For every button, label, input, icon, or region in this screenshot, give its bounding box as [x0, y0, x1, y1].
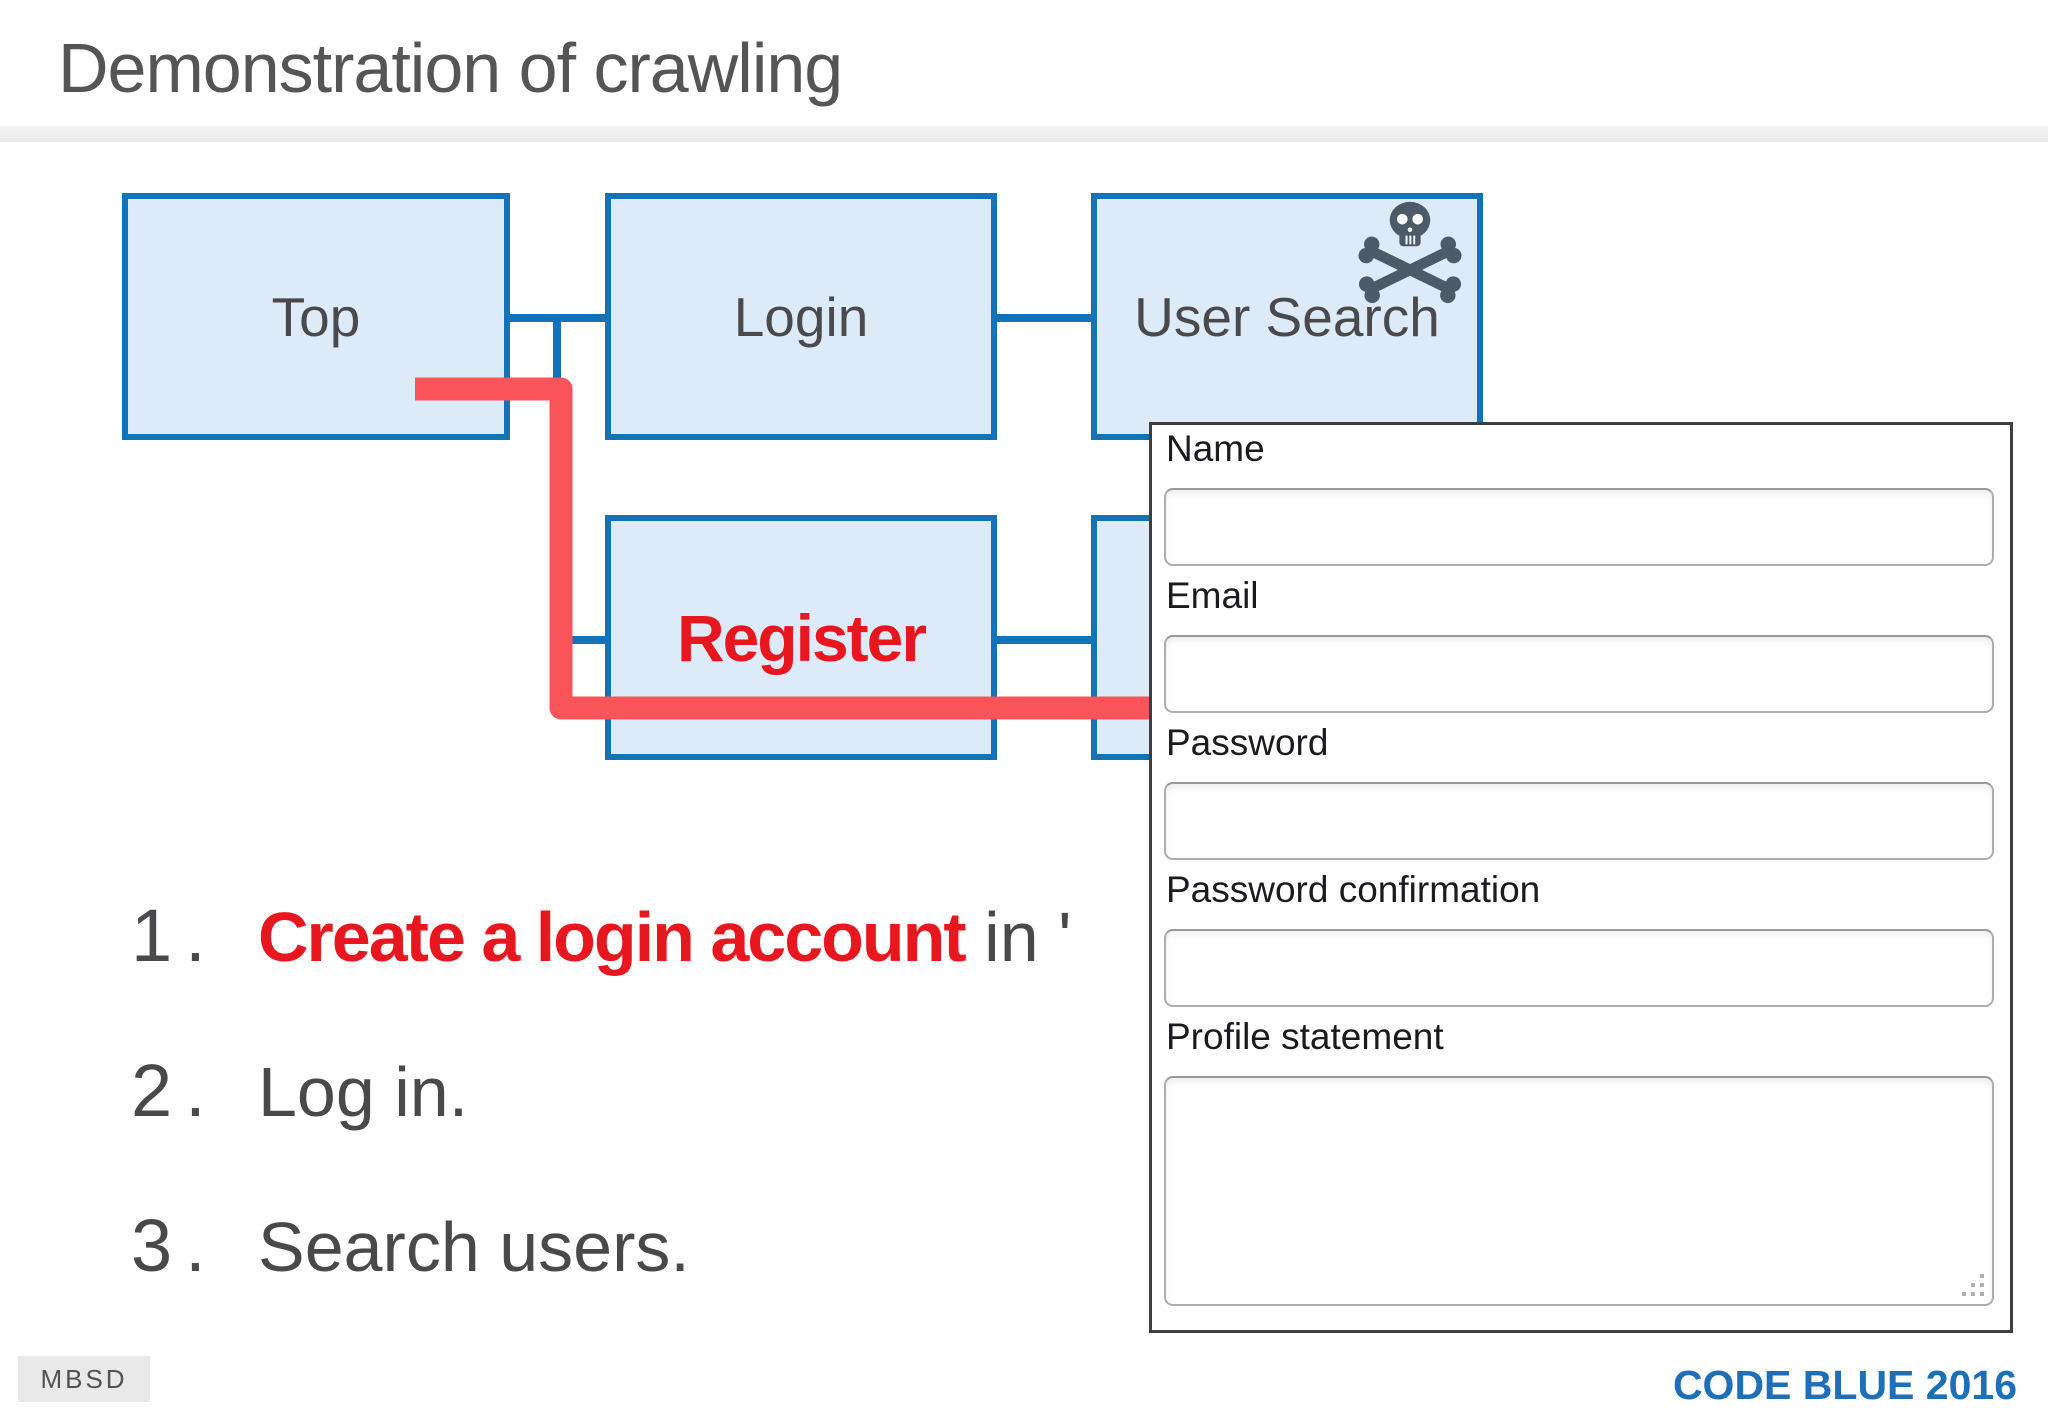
title-underline-bar — [0, 126, 2048, 142]
mbsd-logo-badge: MBSD — [18, 1356, 150, 1402]
connector-top-register-vertical — [553, 318, 561, 644]
node-register-page: Register — [605, 515, 997, 760]
register-form-panel: Name Email Password Password confirmatio… — [1149, 422, 2013, 1333]
textarea-resize-grip-icon[interactable] — [1980, 1274, 1984, 1278]
password-confirmation-label: Password confirmation — [1166, 869, 1541, 910]
step-3-number: 3 — [131, 1204, 173, 1287]
node-top-page: Top — [122, 193, 510, 440]
step-1-number: 1 — [131, 894, 173, 977]
step-3-text: Search users. — [258, 1208, 690, 1286]
node-login-page: Login — [605, 193, 997, 440]
mbsd-logo-text: MBSD — [40, 1363, 128, 1394]
node-top-label: Top — [271, 285, 361, 348]
step-1-highlight: Create a login account — [258, 898, 967, 976]
page-title: Demonstration of crawling — [58, 29, 843, 107]
step-2-period: . — [185, 1049, 206, 1132]
name-label: Name — [1166, 428, 1265, 469]
password-label: Password — [1166, 722, 1329, 763]
node-user-search-label: User Search — [1134, 285, 1440, 348]
step-1-tail: in ' — [964, 898, 1072, 976]
step-2: 2. Log in. — [131, 1048, 468, 1133]
password-confirmation-field[interactable] — [1164, 929, 1994, 1007]
connector-register-next — [993, 636, 1095, 644]
profile-statement-field[interactable] — [1164, 1076, 1994, 1306]
step-1-period: . — [185, 894, 206, 977]
profile-statement-wrapper — [1164, 1076, 1994, 1306]
step-2-text: Log in. — [258, 1053, 469, 1131]
connector-login-usersearch — [993, 314, 1095, 322]
step-2-number: 2 — [131, 1049, 173, 1132]
password-field[interactable] — [1164, 782, 1994, 860]
name-field[interactable] — [1164, 488, 1994, 566]
step-3-period: . — [185, 1204, 206, 1287]
email-label: Email — [1166, 575, 1259, 616]
code-blue-brand: CODE BLUE 2016 — [1672, 1362, 2017, 1408]
step-3: 3. Search users. — [131, 1203, 690, 1288]
connector-top-register-stub — [553, 636, 609, 644]
profile-statement-label: Profile statement — [1166, 1016, 1444, 1057]
email-field[interactable] — [1164, 635, 1994, 713]
node-login-label: Login — [733, 285, 869, 348]
step-1: 1. Create a login account in ' — [131, 893, 1071, 978]
skull-and-crossbones-icon — [1358, 201, 1462, 304]
node-register-label: Register — [676, 600, 927, 675]
